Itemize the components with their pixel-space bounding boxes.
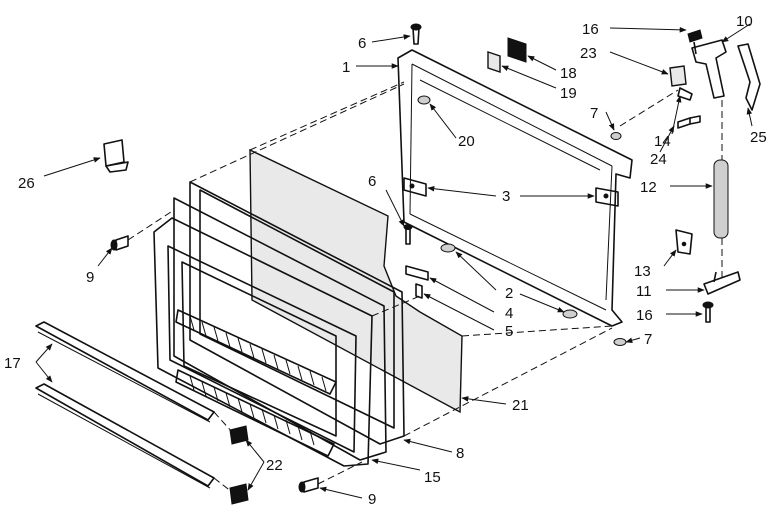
callout-1: 1 — [342, 59, 350, 76]
plug-7-upper — [610, 132, 622, 140]
shim-18 — [507, 37, 527, 63]
callout-16b: 16 — [636, 307, 653, 324]
hinge-bracket-right — [595, 187, 619, 207]
callout-9b: 9 — [368, 491, 376, 508]
leader-lines — [35, 23, 753, 499]
end-cap-22-upper — [229, 425, 249, 445]
callout-26: 26 — [18, 175, 35, 192]
callout-13: 13 — [634, 263, 651, 280]
frame-plug-20 — [417, 95, 431, 105]
callout-3: 3 — [502, 188, 510, 205]
plug-7-lower — [613, 338, 627, 346]
callout-14: 14 — [654, 133, 671, 150]
callout-5: 5 — [505, 323, 513, 340]
callout-21: 21 — [512, 397, 529, 414]
callout-17: 17 — [4, 355, 21, 372]
callout-18: 18 — [560, 65, 577, 82]
hinge-pin-12 — [713, 159, 729, 239]
callout-22: 22 — [266, 457, 283, 474]
screw-9-bottom — [298, 477, 319, 493]
callout-11: 11 — [636, 283, 652, 300]
hinge-bracket-upper — [403, 177, 427, 197]
callout-23: 23 — [580, 45, 597, 62]
door-gasket — [173, 181, 405, 461]
callout-10: 10 — [736, 13, 753, 30]
callout-15: 15 — [424, 469, 441, 486]
callout-24: 24 — [650, 151, 667, 168]
spacer-13 — [675, 229, 693, 255]
shim-19 — [487, 51, 501, 73]
callout-9a: 9 — [86, 269, 94, 286]
hinge-cover-25 — [737, 43, 761, 111]
foam-insulation-panel — [249, 148, 463, 414]
callout-25: 25 — [750, 129, 767, 146]
frame-screw-top — [410, 23, 422, 45]
callout-4: 4 — [505, 305, 513, 322]
frame-plug-2b — [562, 309, 578, 319]
callout-7b: 7 — [644, 331, 652, 348]
trim-strip-lower — [35, 383, 215, 489]
callout-2a: 2 — [505, 285, 513, 302]
screw-16-lower — [702, 301, 714, 323]
end-cap-22-lower — [229, 483, 249, 505]
clip-26 — [103, 139, 129, 173]
washer-14 — [677, 87, 693, 101]
screw-9-left — [110, 235, 129, 251]
callout-19: 19 — [560, 85, 577, 102]
screw-6-middle — [403, 224, 413, 245]
callout-6b: 6 — [368, 173, 376, 190]
callout-6a: 6 — [358, 35, 366, 52]
hinge-upper — [687, 29, 727, 99]
callout-12: 12 — [640, 179, 657, 196]
callout-7a: 7 — [590, 105, 598, 122]
inner-door-liner — [153, 217, 373, 467]
alignment-lines — [127, 81, 613, 493]
callout-20: 20 — [458, 133, 475, 150]
callout-16a: 16 — [582, 21, 599, 38]
frame-plug-2a — [440, 243, 456, 253]
bracket-4-5 — [405, 265, 429, 299]
callout-8: 8 — [456, 445, 464, 462]
door-frame — [397, 49, 633, 327]
screw-24 — [677, 115, 701, 129]
hinge-align-line — [619, 89, 679, 127]
callout-labels: 1 2 3 4 5 6 6 7 7 8 9 9 10 11 12 13 14 1… — [4, 13, 767, 508]
shim-23 — [669, 65, 687, 87]
hinge-lower-11 — [703, 271, 741, 295]
